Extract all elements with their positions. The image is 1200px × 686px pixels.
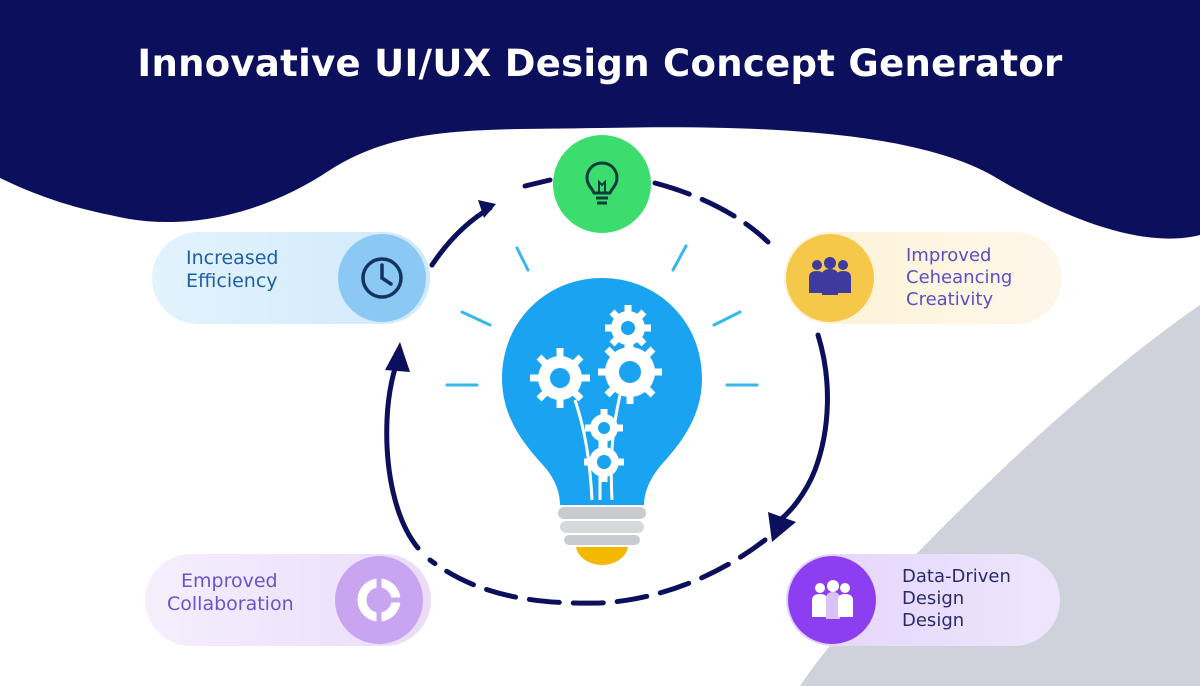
cycle-arc-top-dashes (522, 177, 553, 189)
card-icon-badge (786, 234, 874, 322)
lightbulb-icon (585, 161, 619, 205)
cycle-arrow-left (385, 342, 410, 372)
card-increased-efficiency: Increased Efficiency (152, 232, 430, 324)
card-label-line-2: Efficiency (186, 270, 278, 292)
team-icon (809, 257, 851, 295)
card-label-line-2: Collaboration (167, 593, 294, 615)
cycle-arc-left (384, 362, 421, 551)
card-label-line-1: Emproved (181, 570, 278, 592)
light-rays (445, 244, 759, 387)
cycle-arc-top-left (429, 205, 493, 268)
cycle-ring (384, 177, 830, 606)
cycle-arrow-top (478, 200, 496, 218)
card-label: Data-Driven Design Design (902, 566, 1011, 632)
card-data-driven-design: Data-Driven Design Design (786, 554, 1060, 646)
page-title: Innovative UI/UX Design Concept Generato… (137, 42, 1063, 85)
header-wave (0, 0, 1200, 239)
card-label-line-2: Ceheancing (906, 267, 1013, 288)
cycle-arc-bottom (427, 537, 768, 606)
cycle-arc-right (777, 332, 830, 523)
card-label: Improved Ceheancing Creativity (906, 245, 1012, 311)
bulb-glass (502, 278, 702, 505)
pie-chart-icon (357, 578, 401, 622)
card-label-line-3: Design (902, 610, 965, 631)
top-idea-node (553, 135, 651, 233)
card-label-line-3: Creativity (906, 289, 994, 310)
lightbulb-gears-icon (502, 278, 702, 565)
card-label: Increased Efficiency (186, 247, 278, 293)
card-label: Emproved Collaboration (167, 570, 294, 616)
gear-holes (550, 321, 641, 469)
card-icon-badge (335, 556, 423, 644)
card-label-line-1: Data-Driven (902, 566, 1011, 587)
bulb-tip (576, 547, 628, 565)
card-icon-badge (338, 234, 426, 322)
card-icon-badge (788, 556, 876, 644)
cycle-arrow-right (768, 512, 796, 542)
card-label-line-2: Design (902, 588, 965, 609)
card-label-line-1: Increased (186, 247, 279, 269)
card-improved-creativity: Improved Ceheancing Creativity (784, 232, 1062, 324)
card-label-line-1: Improved (906, 245, 992, 266)
group-icon (812, 580, 853, 619)
bulb-base (558, 507, 646, 545)
card-emproved-collaboration: Emproved Collaboration (145, 554, 431, 646)
clock-icon (361, 257, 403, 299)
